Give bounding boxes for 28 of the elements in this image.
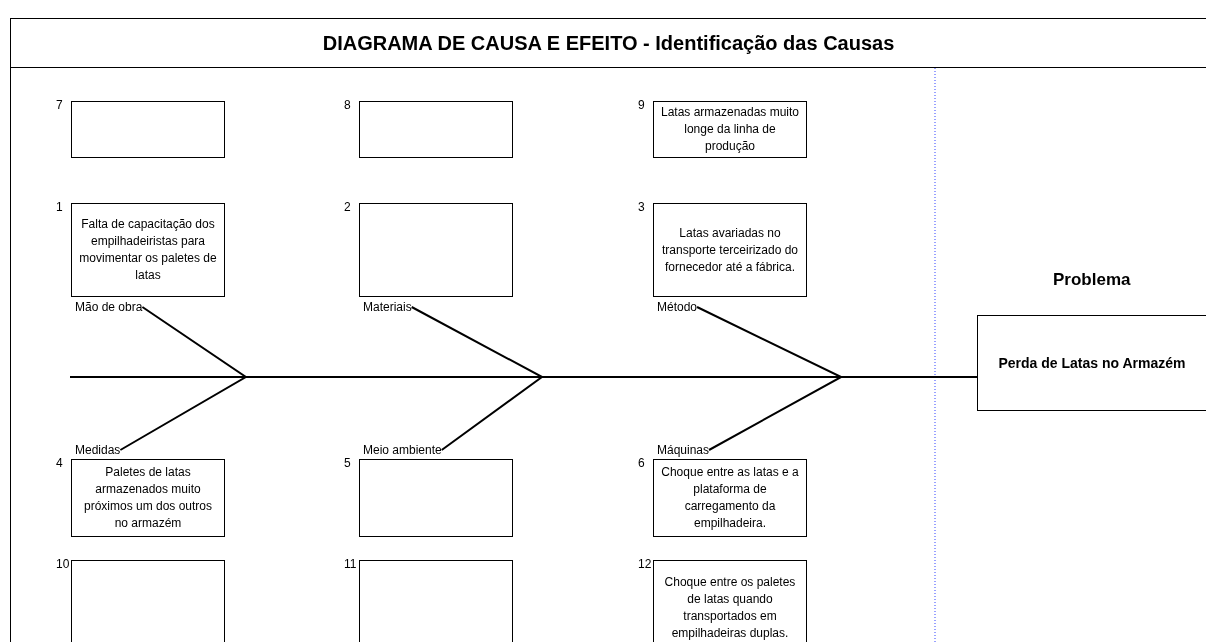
cause-text: Latas avariadas no transporte terceirizado do fornecedor até a fábrica. (660, 224, 800, 276)
cause-text: Latas armazenadas muito longe da linha de produção (659, 104, 801, 155)
cause-text: Choque entre as latas e a plataforma de carregamento da empilhadeira. (660, 464, 800, 532)
callout-number: 9 (638, 98, 645, 112)
callout-number: 6 (638, 456, 645, 470)
callout-number: 5 (344, 456, 351, 470)
category-label: Meio ambiente (363, 443, 442, 457)
category-label: Medidas (75, 443, 121, 457)
callout-number: 11 (344, 557, 357, 571)
callout-number: 10 (56, 557, 70, 571)
category-label: Máquinas (657, 443, 710, 457)
cause-text: Paletes de latas armazenados muito próximos um dos outros no armazém (82, 464, 214, 532)
callout-number: 2 (344, 200, 351, 214)
callout-number: 4 (56, 456, 63, 470)
category-label: Materiais (363, 300, 412, 314)
callout-number: 1 (56, 200, 63, 214)
callout-number: 3 (638, 200, 645, 214)
cause-text: Choque entre os paletes de latas quando transportados em empilhadeiras duplas. (663, 573, 797, 642)
diagram-title: DIAGRAMA DE CAUSA E EFEITO - Identificação das Causas (322, 31, 895, 55)
cause-text: Falta de capacitação dos empilhadeiristas para movimentar os paletes de latas (78, 216, 218, 284)
problem-heading: Problema (1053, 270, 1131, 290)
category-label: Método (657, 300, 698, 314)
callout-number: 8 (344, 98, 351, 112)
bone-line (708, 376, 978, 451)
callout-number: 12 (638, 557, 652, 571)
problem-box: Perda de Latas no Armazém (977, 315, 1206, 411)
callout-number: 7 (56, 98, 63, 112)
category-label: Mão de obra (75, 300, 143, 314)
